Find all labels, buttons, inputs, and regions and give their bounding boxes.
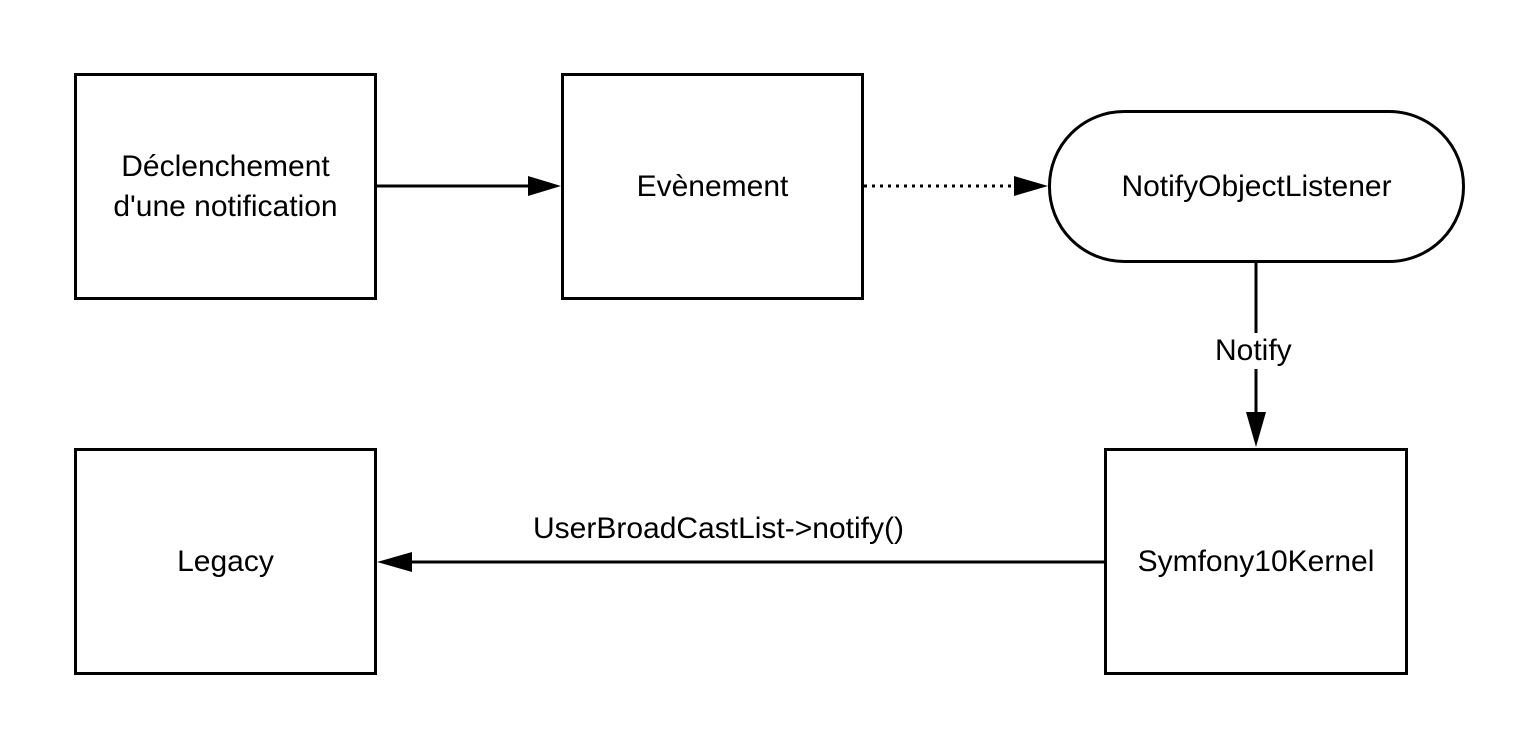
node-listener-label: NotifyObjectListener — [1121, 169, 1392, 203]
edge-label-user-broadcast: UserBroadCastList->notify() — [533, 512, 904, 545]
node-event: Evènement — [561, 73, 864, 300]
node-legacy: Legacy — [74, 448, 377, 675]
edge-trigger-to-event — [376, 176, 561, 196]
node-trigger-label-line1: Déclenchement — [121, 149, 330, 183]
arrowhead-icon — [1014, 176, 1048, 196]
edge-kernel-to-legacy — [377, 552, 1104, 572]
node-trigger-label-line2: d'une notification — [113, 189, 338, 223]
edge-label-notify: Notify — [1213, 333, 1294, 369]
node-kernel-label: Symfony10Kernel — [1137, 544, 1375, 578]
arrowhead-icon — [1246, 412, 1266, 447]
arrowhead-icon — [377, 552, 412, 572]
arrowhead-icon — [528, 176, 561, 196]
node-event-label: Evènement — [636, 169, 789, 203]
node-listener: NotifyObjectListener — [1048, 110, 1465, 263]
edge-event-to-listener — [864, 176, 1048, 196]
node-kernel: Symfony10Kernel — [1104, 448, 1408, 675]
node-legacy-label: Legacy — [177, 544, 274, 578]
node-trigger: Déclenchement d'une notification — [74, 73, 377, 300]
